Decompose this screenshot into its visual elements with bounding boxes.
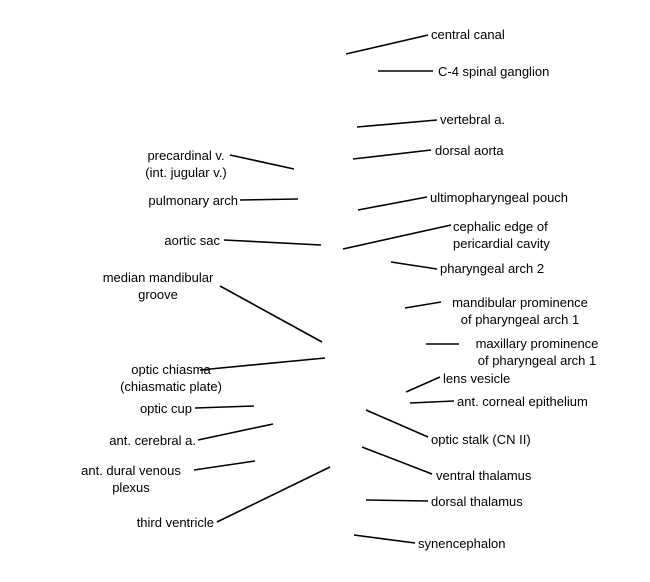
label-lens-vesicle: lens vesicle xyxy=(443,371,511,386)
label-synencephalon: synencephalon xyxy=(418,536,506,551)
leader-pulmonary-arch xyxy=(239,198,299,201)
label-ant-cerebral-a: ant. cerebral a. xyxy=(109,433,196,448)
leader-ventral-thalamus xyxy=(361,446,433,475)
leader-ant-corneal-epithelium xyxy=(409,400,455,404)
leader-dorsal-aorta xyxy=(352,149,432,160)
label-vertebral-a: vertebral a. xyxy=(440,112,506,127)
label-pharyngeal-arch-2: pharyngeal arch 2 xyxy=(440,261,545,276)
label-ventral-thalamus: ventral thalamus xyxy=(436,468,532,483)
label-aortic-sac: aortic sac xyxy=(164,233,220,248)
label-maxillary-prominence: maxillary prominence of pharyngeal arch … xyxy=(475,336,599,368)
label-c4-spinal-ganglion: C-4 spinal ganglion xyxy=(438,64,550,79)
label-median-mandibular-groove: median mandibular groove xyxy=(102,270,214,302)
label-mandibular-prominence: mandibular prominence of pharyngeal arch… xyxy=(452,295,588,327)
leader-vertebral-a xyxy=(356,119,438,128)
leader-ultimopharyngeal-pouch xyxy=(357,196,428,211)
label-optic-stalk: optic stalk (CN II) xyxy=(431,432,531,447)
leader-aortic-sac xyxy=(223,239,322,246)
leader-ant-dural-venous-plexus xyxy=(193,460,256,471)
leader-pharyngeal-arch-2 xyxy=(390,261,438,270)
leader-dorsal-thalamus xyxy=(365,499,429,502)
leader-optic-chiasma xyxy=(199,357,326,371)
label-optic-cup: optic cup xyxy=(139,401,192,416)
leader-lens-vesicle xyxy=(405,376,441,393)
label-ant-dural-venous-plexus: ant. dural venous plexus xyxy=(81,463,181,495)
label-cephalic-edge: cephalic edge of pericardial cavity xyxy=(453,219,550,251)
label-pulmonary-arch: pulmonary arch xyxy=(148,193,238,208)
leader-cephalic-edge xyxy=(342,224,452,250)
label-ant-corneal-epithelium: ant. corneal epithelium xyxy=(457,394,588,409)
leader-central-canal xyxy=(345,34,429,55)
label-optic-chiasma: optic chiasma (chiasmatic plate) xyxy=(120,362,222,394)
leader-precardinal-v xyxy=(229,154,295,170)
label-ultimopharyngeal-pouch: ultimopharyngeal pouch xyxy=(430,190,569,205)
label-dorsal-thalamus: dorsal thalamus xyxy=(431,494,523,509)
leader-optic-stalk xyxy=(365,409,429,438)
label-precardinal-v: precardinal v. (int. jugular v.) xyxy=(145,148,227,180)
leader-mandibular-prominence xyxy=(404,301,442,309)
label-third-ventricle: third ventricle xyxy=(136,515,214,530)
leader-median-mandibular-groove xyxy=(219,285,323,343)
leader-synencephalon xyxy=(353,534,416,544)
label-dorsal-aorta: dorsal aorta xyxy=(435,143,504,158)
leader-third-ventricle xyxy=(216,466,331,523)
leader-optic-cup xyxy=(194,405,255,409)
leader-ant-cerebral-a xyxy=(197,423,274,441)
label-central-canal: central canal xyxy=(431,27,505,42)
